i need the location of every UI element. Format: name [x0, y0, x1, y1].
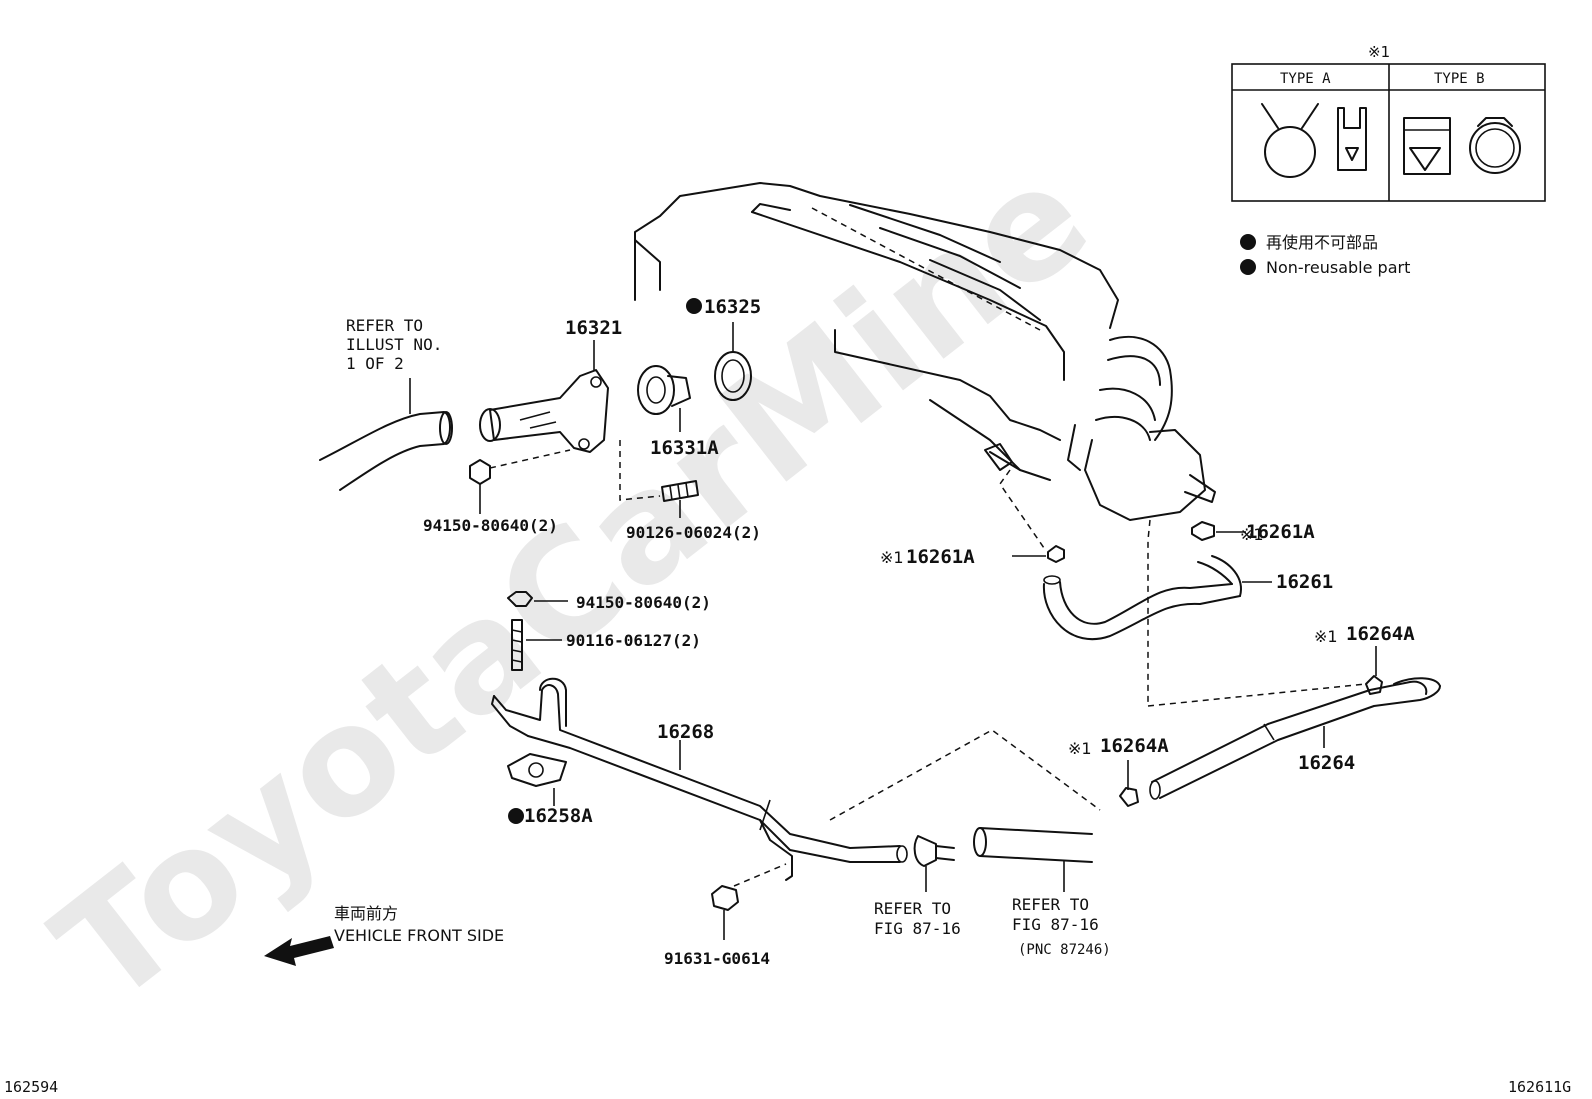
mark-16264A-mid: ※1	[1068, 739, 1092, 758]
refer-fig-b-line-1: REFER TO	[1012, 895, 1089, 914]
direction-english: VEHICLE FRONT SIDE	[334, 926, 504, 945]
mark-16261A-left: ※1	[880, 548, 904, 567]
label-16331A: 16331A	[650, 437, 719, 459]
label-91631: 91631-G0614	[664, 949, 770, 968]
throttle-body	[1067, 335, 1216, 521]
hose-16261	[999, 469, 1367, 707]
thermostat-16331A	[637, 365, 691, 432]
hose-clamp-refer-fig	[913, 835, 955, 892]
legend-type-a: TYPE A	[1280, 71, 1331, 87]
label-90126: 90126-06024(2)	[626, 523, 761, 542]
hose-16264	[1149, 677, 1441, 800]
water-outlet-16321	[479, 340, 661, 501]
gasket-16258A	[507, 753, 567, 824]
footer-right-code: 162611G	[1508, 1078, 1571, 1096]
vehicle-front-direction: 車両前方 VEHICLE FRONT SIDE	[264, 904, 504, 966]
label-16325: 16325	[704, 296, 761, 318]
bolt-91631	[711, 863, 787, 940]
nut-94150-mid	[507, 591, 568, 607]
stud-90116	[511, 619, 562, 671]
label-16261A-right: 16261A	[1246, 521, 1315, 543]
clip-type-b-icon	[1403, 117, 1521, 175]
clip-16264A-mid	[1119, 760, 1139, 807]
water-pipe-16268	[491, 677, 1101, 881]
direction-japanese: 車両前方	[334, 904, 398, 923]
gasket-16325	[686, 298, 752, 401]
clip-16261A-right	[1191, 521, 1246, 541]
mark-16261A-right: ※1	[1240, 525, 1264, 544]
heater-hose-refer-fig	[973, 827, 1093, 892]
label-94150-mid: 94150-80640(2)	[576, 593, 711, 612]
nut-94150-top	[469, 459, 491, 514]
refer-fig-b-line-3: (PNC 87246)	[1018, 942, 1111, 958]
non-reusable-japanese: 再使用不可部品	[1266, 233, 1378, 252]
refer-illust-line-2: ILLUST NO.	[346, 335, 442, 354]
refer-fig-a-line-2: FIG 87-16	[874, 919, 961, 938]
label-16321: 16321	[565, 317, 622, 339]
front-arrow-icon	[264, 936, 334, 966]
label-16261: 16261	[1276, 571, 1333, 593]
legend-type-b: TYPE B	[1434, 71, 1485, 87]
label-16268: 16268	[657, 721, 714, 743]
refer-illust-line-3: 1 OF 2	[346, 354, 404, 373]
refer-illust-line-1: REFER TO	[346, 316, 423, 335]
upper-radiator-hose	[319, 378, 453, 491]
stud-90126	[661, 480, 699, 518]
refer-fig-b-line-2: FIG 87-16	[1012, 915, 1099, 934]
engine-block-outline	[634, 182, 1119, 481]
non-reusable-legend: 再使用不可部品 Non-reusable part	[1240, 233, 1410, 277]
watermark-text: ToyotaCarMine	[25, 129, 1120, 1038]
label-16261A-left: 16261A	[906, 546, 975, 568]
refer-illust-label: REFER TO ILLUST NO. 1 OF 2	[346, 316, 442, 373]
label-94150-top: 94150-80640(2)	[423, 516, 558, 535]
non-reusable-english: Non-reusable part	[1266, 258, 1410, 277]
footer-left-code: 162594	[4, 1078, 58, 1096]
label-16258A: 16258A	[524, 805, 593, 827]
clip-type-a-icon	[1261, 103, 1367, 178]
label-16264A-top: 16264A	[1346, 623, 1415, 645]
clip-type-legend: ※1 TYPE A TYPE B	[1231, 43, 1546, 202]
label-16264: 16264	[1298, 752, 1355, 774]
label-90116: 90116-06127(2)	[566, 631, 701, 650]
legend-note-mark: ※1	[1368, 43, 1390, 61]
mark-16264A-top: ※1	[1314, 627, 1338, 646]
clip-16264A-top	[1365, 646, 1383, 695]
label-16264A-mid: 16264A	[1100, 735, 1169, 757]
clip-16261A-left	[1012, 545, 1065, 563]
refer-fig-a-line-1: REFER TO	[874, 899, 951, 918]
